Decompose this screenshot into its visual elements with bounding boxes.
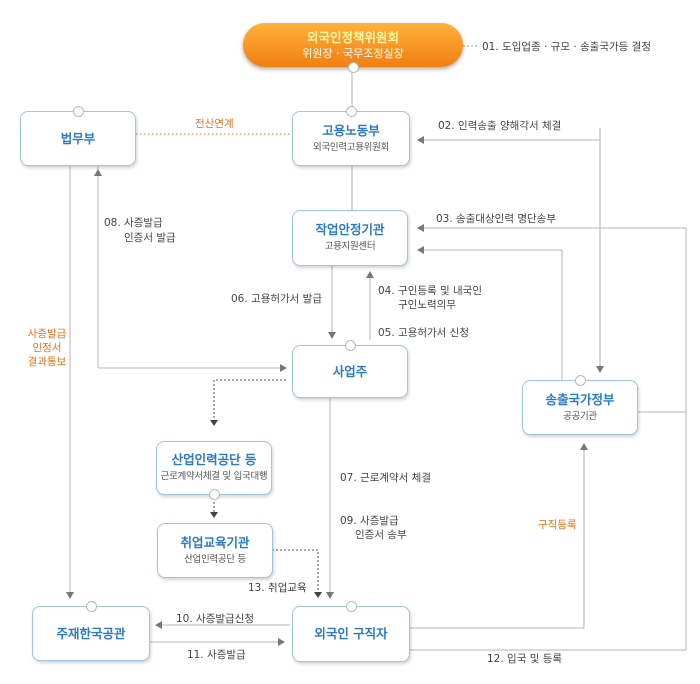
- arrowhead-training: [210, 512, 218, 518]
- step-01-label: 01. 도입업종 · 규모 · 송출국가등 결정: [482, 41, 651, 53]
- hrd-service-node: 산업인력공단 등 근로계약서체결 및 입국대행: [156, 441, 272, 500]
- step-04-label-line1: 04. 구인등록 및 내국인: [378, 285, 482, 297]
- connector-dot: [345, 340, 356, 351]
- line-step03: [417, 224, 687, 413]
- step-09-label-line2: 인증서 송부: [355, 529, 407, 541]
- step-03-label: 03. 송출대상인력 명단송부: [436, 213, 556, 225]
- line-sendinggov-jobcenter: [417, 246, 563, 380]
- job-center-subtitle: 고용지원센터: [324, 241, 376, 252]
- sending-gov-title: 송출국가정부: [545, 391, 615, 407]
- ministry-justice-node: 법무부: [20, 106, 136, 166]
- arrowhead-hrd: [210, 420, 218, 426]
- connector-dot: [73, 106, 84, 117]
- arrowhead-step13: [314, 592, 322, 598]
- ministry-labor-subtitle: 외국인력고용위원회: [313, 141, 389, 153]
- step-05-label: 05. 고용허가서 신청: [378, 327, 469, 339]
- committee-node: 외국인정책위원회 위원장 · 국무조정실장: [243, 23, 463, 73]
- line-employer-hrd: [213, 379, 286, 420]
- connector-dot: [348, 62, 359, 73]
- training-org-subtitle: 산업인력공단 등: [184, 553, 246, 565]
- online-link-label: 전산연계: [195, 118, 234, 130]
- job-seeker-node: 외국인 구직자: [292, 601, 410, 662]
- job-registration-label: 구직등록: [538, 519, 577, 531]
- step-02-label: 02. 인력송출 양해각서 체결: [438, 120, 562, 132]
- step-11-label: 11. 사증발급: [187, 649, 246, 661]
- step-12-label: 12. 입국 및 등록: [487, 653, 563, 665]
- line-step13: [272, 549, 319, 592]
- connector-dot: [346, 601, 357, 612]
- training-org-title: 취업교육기관: [180, 534, 250, 550]
- ministry-justice-title: 법무부: [60, 130, 96, 146]
- hrd-service-subtitle: 근로계약서체결 및 입국대행: [160, 471, 268, 482]
- embassy-title: 주재한국공관: [56, 625, 126, 641]
- ministry-labor-title: 고용노동부: [322, 122, 380, 138]
- job-center-node: 작업안정기관 고용지원센터: [292, 210, 408, 266]
- committee-title: 외국인정책위원회: [306, 29, 399, 45]
- line-job-registration: [410, 443, 588, 629]
- connector-dot: [575, 375, 586, 386]
- committee-subtitle: 위원장 · 국무조정실장: [302, 46, 404, 60]
- training-org-node: 취업교육기관 산업인력공단 등: [157, 523, 273, 578]
- hrd-service-title: 산업인력공단 등: [171, 452, 257, 467]
- step-08-label-line2: 인증서 발급: [124, 232, 176, 244]
- connector-dot: [86, 601, 97, 612]
- connector-dot: [209, 489, 220, 500]
- visa-result-label-line2: 인정서: [32, 342, 62, 354]
- step-04-label-line2: 구인노력의무: [398, 299, 456, 311]
- line-step12: [410, 412, 687, 651]
- connector-dot: [346, 106, 357, 117]
- step-08-label-line1: 08. 사증발급: [104, 217, 163, 229]
- ministry-labor-node: 고용노동부 외국인력고용위원회: [292, 106, 410, 166]
- job-seeker-title: 외국인 구직자: [314, 626, 388, 641]
- visa-result-label-line1: 사증발급: [27, 328, 67, 340]
- step-07-label: 07. 근로계약서 체결: [340, 472, 431, 484]
- visa-result-label-line3: 결과통보: [27, 356, 67, 368]
- sending-gov-node: 송출국가정부 공공기관: [522, 375, 638, 435]
- step-13-label: 13. 취업교육: [248, 582, 307, 594]
- step-06-label: 06. 고용허가서 발급: [231, 293, 322, 305]
- sending-gov-subtitle: 공공기관: [563, 410, 597, 422]
- step-09-label-line1: 09. 사증발급: [340, 515, 399, 527]
- employer-node: 사업주: [292, 340, 408, 398]
- job-center-title: 작업안정기관: [315, 222, 385, 237]
- embassy-node: 주재한국공관: [32, 601, 150, 661]
- step-10-label: 10. 사증발급신청: [176, 613, 254, 625]
- employer-title: 사업주: [332, 363, 368, 379]
